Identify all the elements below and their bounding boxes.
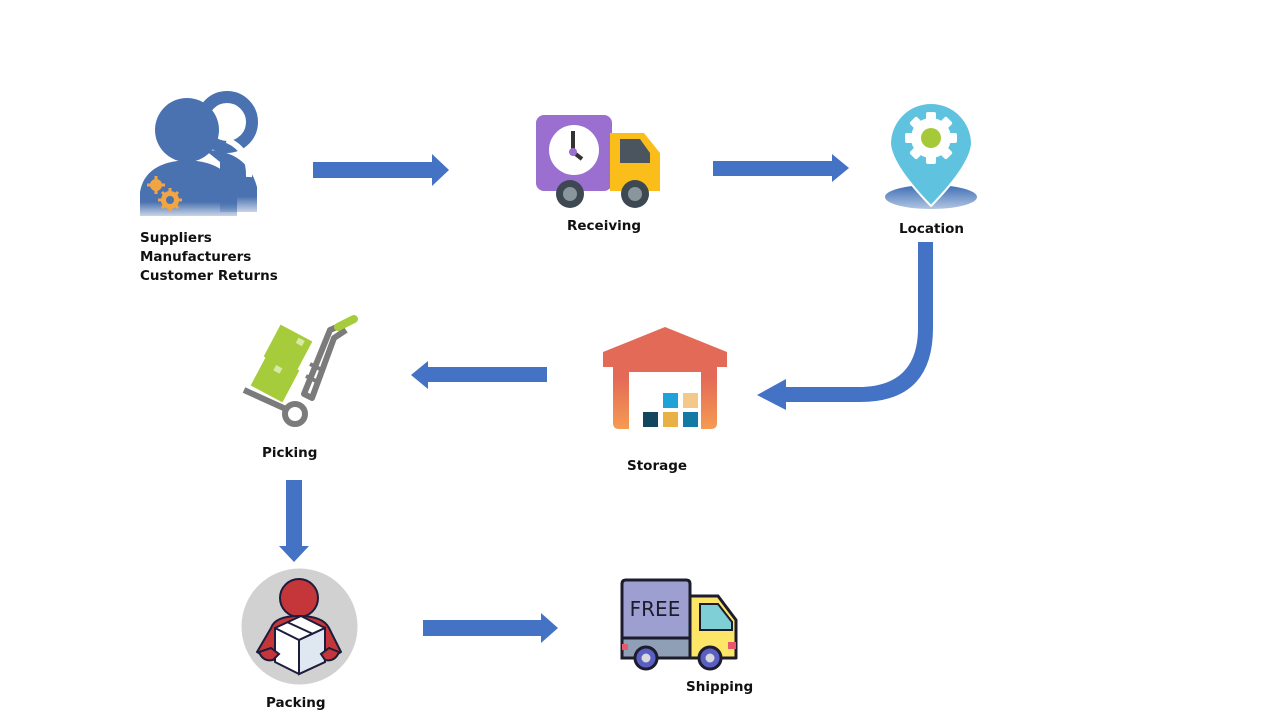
truck-free-text: FREE bbox=[630, 597, 681, 621]
source-line-suppliers: Suppliers bbox=[140, 230, 212, 246]
source-line-manufacturers: Manufacturers bbox=[140, 249, 252, 265]
node-shipping: FREE bbox=[620, 578, 740, 671]
arrow-source-to-receiving bbox=[313, 154, 449, 186]
arrow-location-to-storage bbox=[757, 242, 933, 410]
source-line-customer-returns: Customer Returns bbox=[140, 268, 278, 284]
node-storage bbox=[603, 327, 727, 431]
shipping-label: Shipping bbox=[686, 679, 754, 695]
map-pin-gear-icon bbox=[885, 102, 977, 209]
people-gears-icon bbox=[140, 91, 258, 216]
arrow-packing-to-shipping bbox=[423, 613, 558, 643]
storage-label: Storage bbox=[627, 458, 688, 474]
arrow-receiving-to-location bbox=[713, 154, 849, 182]
clock-truck-icon bbox=[536, 115, 660, 208]
delivery-truck-icon: FREE bbox=[620, 578, 738, 671]
node-receiving bbox=[536, 115, 661, 210]
source-label: Suppliers Manufacturers Customer Returns bbox=[140, 229, 278, 286]
node-packing bbox=[241, 568, 358, 685]
location-label: Location bbox=[899, 221, 964, 237]
receiving-label: Receiving bbox=[567, 218, 642, 234]
node-source bbox=[135, 91, 265, 220]
node-location bbox=[882, 100, 982, 212]
hand-truck-icon bbox=[242, 315, 358, 427]
arrow-picking-to-packing bbox=[279, 480, 309, 562]
picking-label: Picking bbox=[262, 445, 318, 461]
person-box-icon bbox=[241, 568, 358, 685]
packing-label: Packing bbox=[266, 695, 326, 711]
arrow-storage-to-picking bbox=[411, 361, 547, 389]
node-picking bbox=[242, 315, 360, 430]
warehouse-icon bbox=[603, 327, 727, 429]
